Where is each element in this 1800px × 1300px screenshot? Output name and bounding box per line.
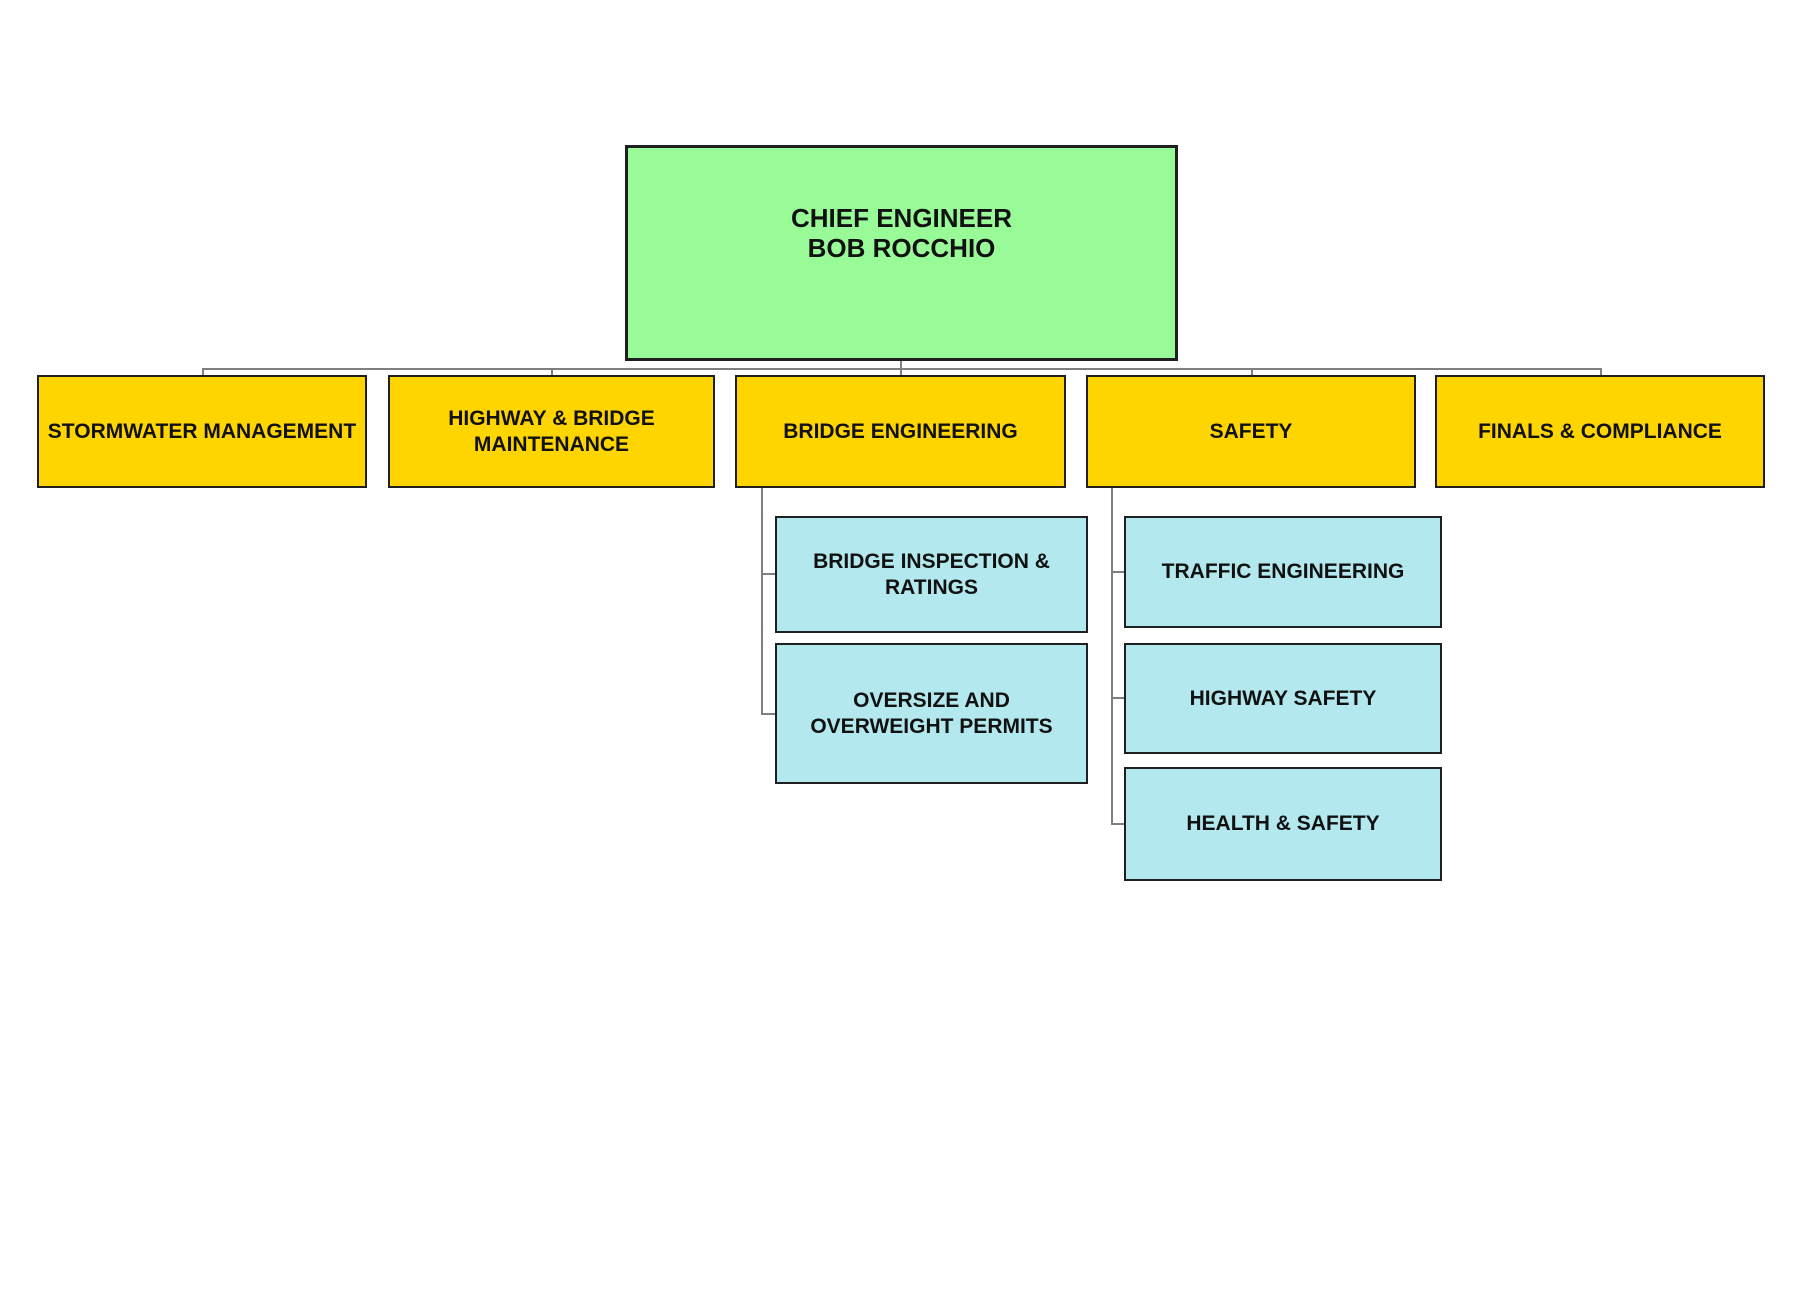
box-health-safety: HEALTH & SAFETY [1124, 767, 1442, 881]
box-bridge-engineering: BRIDGE ENGINEERING [735, 375, 1066, 488]
box-chief-engineer: CHIEF ENGINEER BOB ROCCHIO [625, 145, 1178, 361]
connector-stub-oversize-permits [761, 713, 775, 715]
connector-main-rail [202, 368, 1602, 370]
connector-stub-health-safety [1111, 823, 1124, 825]
box-oversize-overweight-permits: OVERSIZE AND OVERWEIGHT PERMITS [775, 643, 1088, 784]
connector-stub-maintenance [551, 368, 553, 377]
box-safety: SAFETY [1086, 375, 1416, 488]
connector-bridge-eng-rail [761, 488, 763, 715]
box-highway-safety: HIGHWAY SAFETY [1124, 643, 1442, 754]
connector-root-stem [900, 361, 902, 370]
box-finals-compliance: FINALS & COMPLIANCE [1435, 375, 1765, 488]
box-traffic-engineering: TRAFFIC ENGINEERING [1124, 516, 1442, 628]
connector-stub-highway-safety [1111, 697, 1124, 699]
box-bridge-inspection-ratings: BRIDGE INSPECTION & RATINGS [775, 516, 1088, 633]
box-highway-bridge-maintenance: HIGHWAY & BRIDGE MAINTENANCE [388, 375, 715, 488]
box-stormwater-management: STORMWATER MANAGEMENT [37, 375, 367, 488]
connector-stub-stormwater [202, 368, 204, 377]
chief-engineer-name: BOB ROCCHIO [807, 233, 996, 263]
connector-stub-bridge-eng [900, 368, 902, 377]
connector-stub-finals [1600, 368, 1602, 377]
connector-stub-bridge-inspection [761, 573, 775, 575]
connector-stub-traffic-eng [1111, 571, 1124, 573]
connector-stub-safety [1251, 368, 1253, 377]
connector-safety-rail [1111, 488, 1113, 825]
chief-engineer-title: CHIEF ENGINEER [790, 203, 1013, 233]
